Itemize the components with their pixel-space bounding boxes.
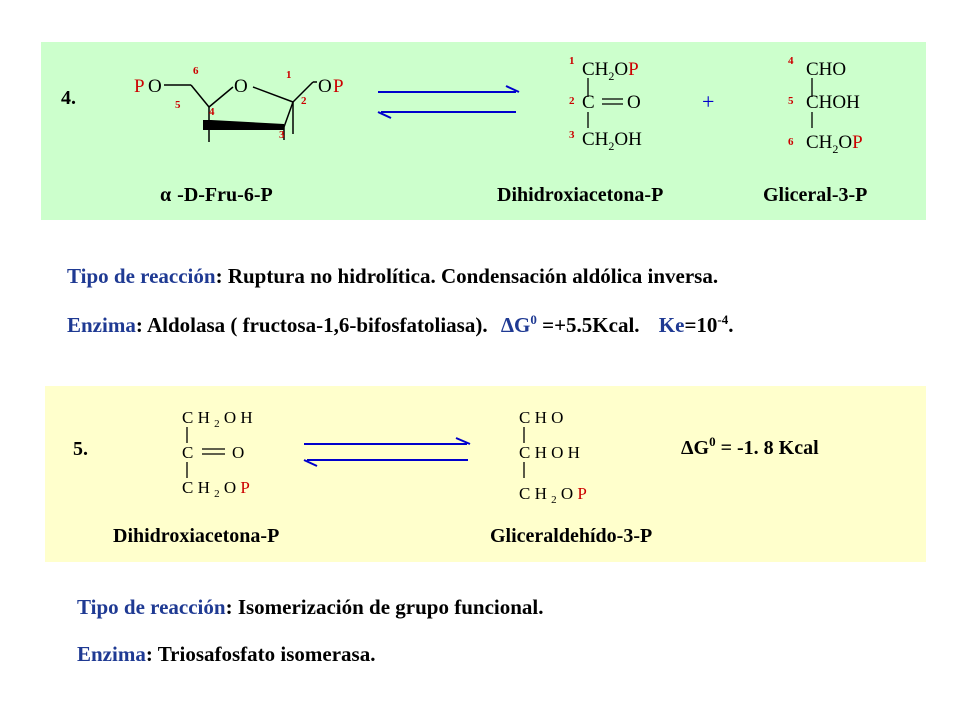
reaction-5-panel: 5. C H 2 O H C O C H 2 O P C H O C H O H…	[45, 386, 926, 562]
g3p-number-4: 4	[788, 55, 794, 67]
delta-g-value-4: =+5.5Kcal.	[536, 313, 640, 337]
fructose-ring-structure: P O 6 5 O 4 3 2 1 O P	[134, 65, 344, 142]
ke-exponent-4: -4	[717, 312, 729, 327]
g3p-row-1: CHO	[806, 59, 846, 80]
dhap-structure-5: C H 2 O H C O C H 2 O P	[182, 408, 253, 500]
enzyme-label-5: Enzima	[77, 642, 146, 666]
ke-label-4: Ke	[658, 313, 685, 337]
dhap-number-3: 3	[569, 129, 575, 141]
ring-oxygen: O	[234, 76, 248, 97]
reactant-label-4: α-D-Fru-6-P	[160, 184, 273, 206]
dhap-row-1: CH2OP	[582, 59, 639, 83]
enzyme-label-4: Enzima	[67, 313, 136, 337]
bond-C3-C2	[283, 101, 294, 128]
reaction-4-type-line: Tipo de reacción: Ruptura no hidrolítica…	[67, 264, 718, 289]
bond-C5-O	[208, 86, 234, 108]
type-colon-5: :	[225, 595, 238, 619]
ke-end-4: .	[728, 313, 734, 337]
ring-P-right: P	[333, 76, 344, 97]
carbon-number-4: 4	[209, 106, 215, 118]
delta-g-sup-4: 0	[530, 312, 537, 327]
type-colon-4: :	[215, 264, 228, 288]
delta-g-4: ΔG0 =+5.5Kcal.	[501, 313, 640, 337]
equilibrium-arrows-4	[377, 85, 520, 119]
carbon-number-1: 1	[286, 69, 292, 81]
enzyme-colon-4: :	[135, 313, 147, 337]
dhap5-row-1: C H 2 O H	[182, 408, 253, 430]
dhap-row-3: CH2OH	[582, 129, 642, 153]
reactant-label-5: Dihidroxiacetona-P	[113, 525, 279, 547]
ring-P-left: P	[134, 76, 145, 97]
dhap-number-2: 2	[569, 95, 575, 107]
enzyme-value-4: Aldolasa ( fructosa-1,6-bifosfatoliasa).	[146, 313, 488, 337]
dhap-structure-4: 1 CH2OP 2 C O 3 CH2OH	[569, 55, 642, 153]
dhap-number-1: 1	[569, 55, 575, 67]
delta-g-symbol-4: ΔG	[500, 313, 531, 337]
reaction-4-panel: 4. P O 6 5 O 4 3 2 1 O P	[41, 42, 926, 220]
equilibrium-arrows-5	[303, 437, 471, 467]
delta-g-5: ΔG0 = -1. 8 Kcal	[681, 434, 819, 459]
g3p5-row-2: C H O H	[519, 443, 580, 462]
reaction-5-number: 5.	[73, 438, 88, 460]
bond-C6-C5	[190, 84, 210, 108]
g3p5-row-1: C H O	[519, 408, 563, 427]
type-label-4: Tipo de reacción	[67, 264, 216, 288]
delta-g-sup-5: 0	[709, 434, 716, 449]
g3p-number-6: 6	[788, 136, 794, 148]
delta-g-value-5: = -1. 8 Kcal	[716, 437, 819, 459]
enzyme-value-5: Triosafosfato isomerasa.	[157, 642, 376, 666]
dhap5-row-2-C: C	[182, 443, 193, 462]
enzyme-colon-5: :	[145, 642, 158, 666]
g3p-row-3: CH2OP	[806, 132, 863, 156]
carbon-number-5: 5	[175, 99, 181, 111]
dhap-row-2-C: C	[582, 92, 595, 113]
type-value-4: Ruptura no hidrolítica. Condensación ald…	[227, 264, 719, 288]
g3p-number-5: 5	[788, 95, 794, 107]
dhap-row-2-O: O	[627, 92, 641, 113]
ring-O-right: O	[318, 76, 332, 97]
dhap5-row-3: C H 2 O P	[182, 478, 250, 500]
plus-sign: +	[702, 89, 714, 114]
type-value-5: Isomerización de grupo funcional.	[237, 595, 544, 619]
forward-arrow-5-head	[455, 437, 471, 445]
carbon-number-6: 6	[193, 65, 199, 77]
product-label-5: Gliceraldehído-3-P	[490, 525, 652, 547]
reaction-5-type-line: Tipo de reacción: Isomerización de grupo…	[77, 595, 543, 620]
g3p-structure-5: C H O C H O H C H 2 O P	[519, 408, 587, 506]
ke-value-4: =10	[684, 313, 718, 337]
carbon-number-2: 2	[301, 95, 307, 107]
reverse-arrow-5-head	[303, 459, 318, 467]
dhap-label-4: Dihidroxiacetona-P	[497, 184, 663, 206]
g3p-label-4: Gliceral-3-P	[763, 184, 867, 206]
ke-4: Ke=10-4.	[659, 313, 734, 337]
g3p5-row-3: C H 2 O P	[519, 484, 587, 506]
dhap5-row-2-O: O	[232, 443, 244, 462]
reaction-4-enzyme-line: Enzima: Aldolasa ( fructosa-1,6-bifosfat…	[67, 313, 734, 338]
bond-C2-C1	[292, 81, 314, 103]
ring-O-left: O	[148, 76, 162, 97]
type-label-5: Tipo de reacción	[77, 595, 226, 619]
reaction-5-enzyme-line: Enzima: Triosafosfato isomerasa.	[77, 642, 375, 667]
reaction-4-scheme: 4. P O 6 5 O 4 3 2 1 O P	[61, 55, 867, 206]
g3p-row-2: CHOH	[806, 92, 860, 113]
g3p-structure-4: 4 CHO 5 CHOH 6 CH2OP	[788, 55, 863, 156]
bond-O-C2	[252, 86, 294, 103]
reaction-5-scheme: 5. C H 2 O H C O C H 2 O P C H O C H O H…	[73, 408, 819, 547]
wedge-bond-C4-C3	[203, 120, 284, 130]
forward-arrow-head	[505, 85, 520, 93]
carbon-number-3: 3	[279, 129, 285, 141]
delta-g-symbol-5: ΔG	[681, 437, 710, 459]
reverse-arrow-head	[377, 111, 392, 119]
reaction-4-number: 4.	[61, 87, 76, 109]
